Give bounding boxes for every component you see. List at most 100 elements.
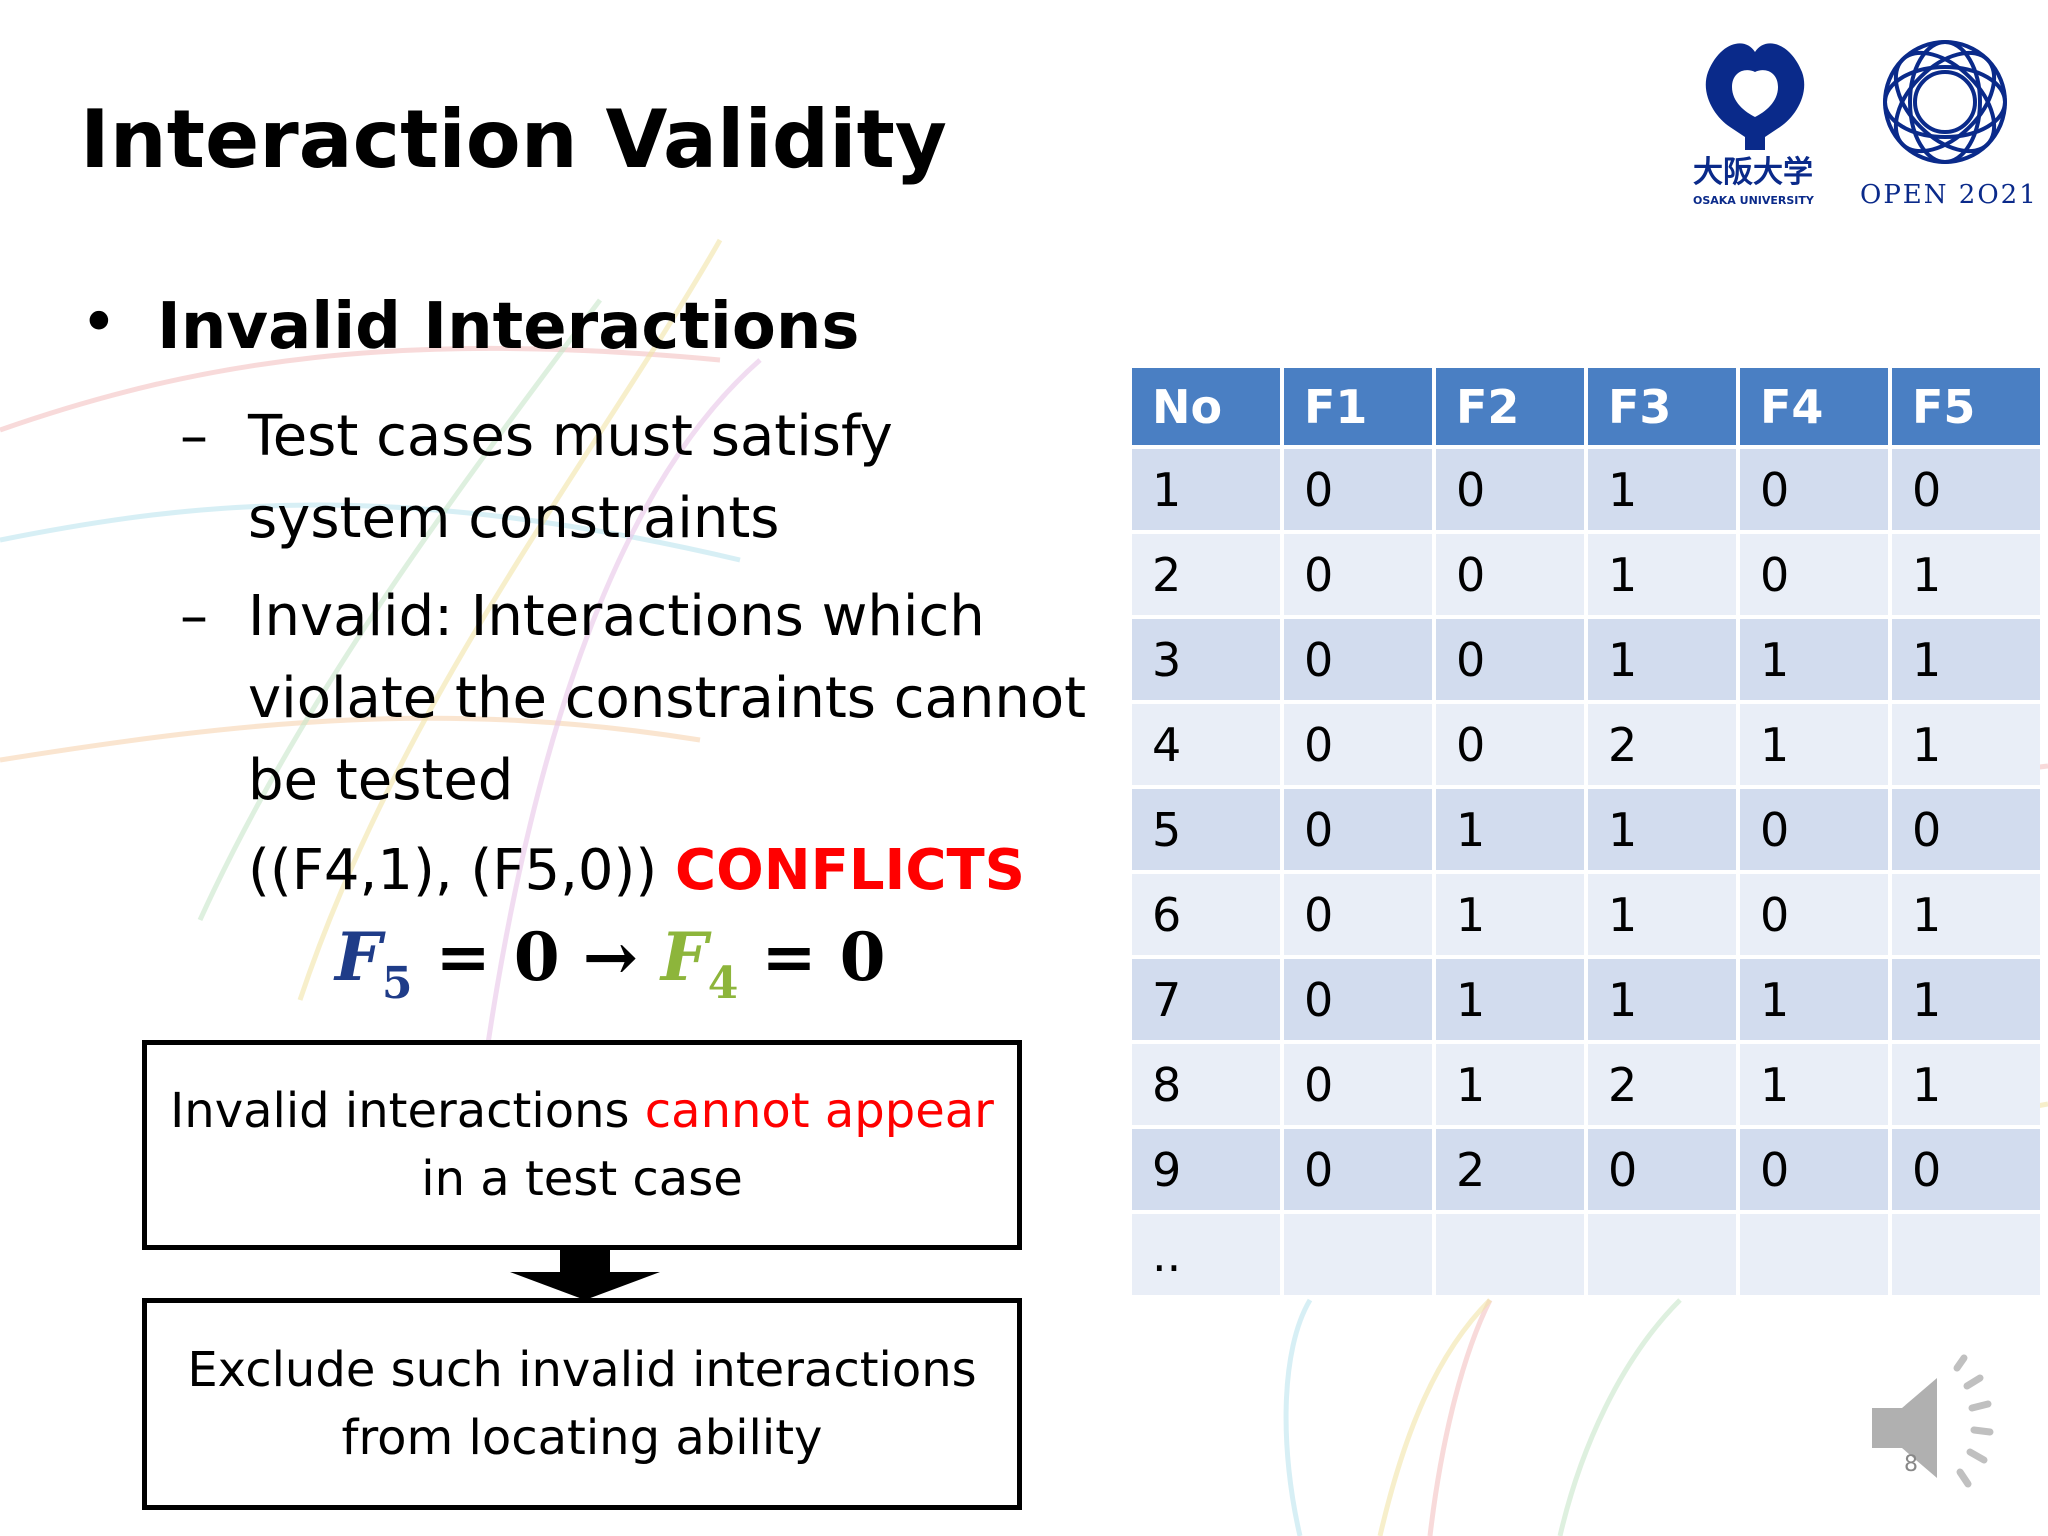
sub-bullet-1: – Test cases must satisfy system constra… xyxy=(180,396,1080,560)
table-cell xyxy=(1892,1214,2040,1295)
table-cell: 1 xyxy=(1436,789,1584,870)
table-cell: .. xyxy=(1132,1214,1280,1295)
osaka-university-logo xyxy=(1705,43,1805,150)
table-cell: 0 xyxy=(1588,1129,1736,1210)
table-cell: 0 xyxy=(1892,789,2040,870)
table-cell: 0 xyxy=(1892,1129,2040,1210)
sub-bullet-2: – Invalid: Interactions which violate th… xyxy=(180,576,1100,822)
main-bullet: • Invalid Interactions xyxy=(80,288,860,364)
box2-line1: Exclude such invalid interactions xyxy=(187,1342,977,1398)
slide-title: Interaction Validity xyxy=(80,93,947,186)
table-cell: 2 xyxy=(1588,1044,1736,1125)
box1-text: Invalid interactions xyxy=(170,1083,645,1139)
table-cell: 1 xyxy=(1740,959,1888,1040)
table-cell: 1 xyxy=(1892,619,2040,700)
table-cell xyxy=(1740,1214,1888,1295)
table-cell: 0 xyxy=(1740,449,1888,530)
table-cell: 1 xyxy=(1588,619,1736,700)
table-cell: 0 xyxy=(1284,704,1432,785)
dash-icon: – xyxy=(180,584,208,649)
table-cell: 2 xyxy=(1588,704,1736,785)
table-cell: 1 xyxy=(1892,1044,2040,1125)
table-cell: 0 xyxy=(1284,874,1432,955)
sub-bullet-1-text: Test cases must satisfy system constrain… xyxy=(248,404,893,551)
table-cell xyxy=(1588,1214,1736,1295)
table-cell: 1 xyxy=(1436,874,1584,955)
table-cell xyxy=(1436,1214,1584,1295)
table-header-cell: F1 xyxy=(1284,368,1432,445)
table-cell: 1 xyxy=(1740,704,1888,785)
table-cell: 0 xyxy=(1284,1044,1432,1125)
table-cell: 1 xyxy=(1740,619,1888,700)
table-cell: 1 xyxy=(1436,1044,1584,1125)
table-cell: 0 xyxy=(1436,449,1584,530)
table-cell: 0 xyxy=(1740,1129,1888,1210)
table-cell xyxy=(1284,1214,1432,1295)
table-cell: 2 xyxy=(1436,1129,1584,1210)
table-cell: 0 xyxy=(1284,959,1432,1040)
table-cell: 1 xyxy=(1588,789,1736,870)
table-cell: 1 xyxy=(1892,534,2040,615)
open-logo-text: OPEN 2O21 xyxy=(1860,180,2038,210)
conflict-statement: ((F4,1), (F5,0)) CONFLICTS xyxy=(248,838,1025,903)
table-header-cell: F4 xyxy=(1740,368,1888,445)
main-bullet-text: Invalid Interactions xyxy=(157,290,860,364)
table-cell: 8 xyxy=(1132,1044,1280,1125)
table-header-row: No F1 F2 F3 F4 F5 xyxy=(1132,368,2040,445)
box1-line2: in a test case xyxy=(421,1151,743,1207)
exclude-invalid-box: Exclude such invalid interactions from l… xyxy=(142,1298,1022,1510)
osaka-logo-text-jp: 大阪大学 xyxy=(1693,155,1813,190)
constraint-formula: F5 = 0 → F4 = 0 xyxy=(335,918,886,1009)
table-cell: 0 xyxy=(1436,704,1584,785)
formula-rhs-index: 4 xyxy=(707,958,739,1009)
table-cell: 1 xyxy=(1588,874,1736,955)
table-cell: 0 xyxy=(1740,874,1888,955)
table-row: .. xyxy=(1132,1214,2040,1295)
table-cell: 7 xyxy=(1132,959,1280,1040)
table-header-cell: F5 xyxy=(1892,368,2040,445)
table-cell: 0 xyxy=(1436,534,1584,615)
table-cell: 0 xyxy=(1284,449,1432,530)
table-cell: 9 xyxy=(1132,1129,1280,1210)
table-cell: 3 xyxy=(1132,619,1280,700)
down-arrow-icon xyxy=(510,1248,660,1300)
table-cell: 1 xyxy=(1892,874,2040,955)
table-cell: 0 xyxy=(1284,1129,1432,1210)
formula-rhs-value: = 0 xyxy=(738,918,886,996)
table-cell: 0 xyxy=(1284,789,1432,870)
table-cell: 1 xyxy=(1588,534,1736,615)
bullet-dot: • xyxy=(80,286,118,360)
table-cell: 1 xyxy=(1892,704,2040,785)
table-cell: 0 xyxy=(1740,789,1888,870)
box1-line1: Invalid interactions cannot appear xyxy=(170,1077,994,1145)
formula-lhs-var: F xyxy=(335,918,382,996)
sub-bullet-2-text: Invalid: Interactions which violate the … xyxy=(248,584,1087,813)
conflict-pair: ((F4,1), (F5,0)) xyxy=(248,838,676,903)
table-cell: 6 xyxy=(1132,874,1280,955)
table-cell: 0 xyxy=(1284,619,1432,700)
table-cell: 0 xyxy=(1436,619,1584,700)
table-header-cell: F3 xyxy=(1588,368,1736,445)
table-cell: 1 xyxy=(1740,1044,1888,1125)
invalid-interactions-box: Invalid interactions cannot appear in a … xyxy=(142,1040,1022,1250)
table-cell: 4 xyxy=(1132,704,1280,785)
open-2021-logo xyxy=(1883,40,2007,164)
formula-rhs-var: F xyxy=(660,918,708,996)
speaker-icon[interactable] xyxy=(1862,1348,2022,1508)
table-cell: 1 xyxy=(1892,959,2040,1040)
table-cell: 0 xyxy=(1740,534,1888,615)
table-header-cell: F2 xyxy=(1436,368,1584,445)
conflict-label: CONFLICTS xyxy=(675,838,1026,903)
osaka-logo-text-en: OSAKA UNIVERSITY xyxy=(1693,194,1814,207)
dash-icon: – xyxy=(180,404,208,469)
table-cell: 0 xyxy=(1892,449,2040,530)
formula-lhs-value: = 0 → xyxy=(412,918,661,996)
